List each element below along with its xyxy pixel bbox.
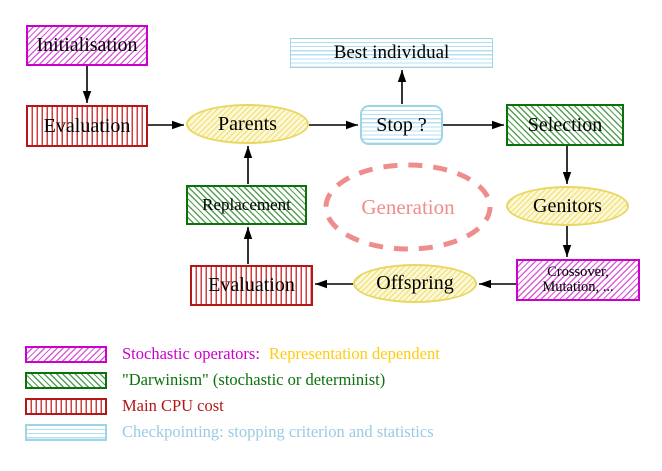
node-offspring: Offspring xyxy=(353,264,477,303)
node-crossover-mutation: Crossover, Mutation, ... xyxy=(516,259,640,301)
legend-label-stochastic-operators: Stochastic operators: xyxy=(122,344,260,363)
node-evaluation-bottom: Evaluation xyxy=(190,265,313,306)
legend-label-main-cpu-cost: Main CPU cost xyxy=(122,396,224,415)
generation-label: Generation xyxy=(323,163,493,251)
node-stop-label: Stop ? xyxy=(376,113,427,136)
legend-row-darwinism: "Darwinism" (stochastic or determinist) xyxy=(25,370,385,390)
legend-swatch-red-stripes xyxy=(25,397,107,415)
node-crossover-line1: Crossover, xyxy=(547,263,609,280)
node-genitors-label: Genitors xyxy=(533,194,602,217)
node-initialisation-label: Initialisation xyxy=(36,34,138,56)
node-evaluation-bottom-label: Evaluation xyxy=(208,274,295,296)
node-offspring-label: Offspring xyxy=(376,272,454,294)
node-genitors: Genitors xyxy=(506,186,629,226)
node-evaluation-top: Evaluation xyxy=(26,105,148,147)
legend-swatch-green-hatch xyxy=(25,371,107,389)
node-best-individual-label: Best individual xyxy=(333,42,450,64)
node-evaluation-top-label: Evaluation xyxy=(43,114,131,137)
node-replacement: Replacement xyxy=(186,185,307,225)
legend-row-stochastic-operators: Stochastic operators: Representation dep… xyxy=(25,344,440,364)
legend-swatch-cyan-stripes xyxy=(25,423,107,441)
node-stop: Stop ? xyxy=(360,105,443,145)
legend-swatch-magenta-hatch xyxy=(25,345,107,363)
legend-label-representation-dependent: Representation dependent xyxy=(268,344,440,363)
node-selection: Selection xyxy=(506,104,624,146)
node-best-individual: Best individual xyxy=(290,38,493,68)
legend-row-checkpointing: Checkpointing: stopping criterion and st… xyxy=(25,422,434,442)
legend-row-main-cpu-cost: Main CPU cost xyxy=(25,396,224,416)
legend-label-darwinism: "Darwinism" (stochastic or determinist) xyxy=(122,370,386,389)
node-selection-label: Selection xyxy=(527,113,603,136)
node-parents: Parents xyxy=(186,104,309,144)
node-crossover-line2: Mutation, ... xyxy=(542,279,614,295)
node-replacement-label: Replacement xyxy=(202,195,291,215)
generation-label-text: Generation xyxy=(361,194,455,219)
node-initialisation: Initialisation xyxy=(26,25,148,66)
node-parents-label: Parents xyxy=(218,112,277,135)
legend-label-checkpointing: Checkpointing: stopping criterion and st… xyxy=(122,422,434,441)
